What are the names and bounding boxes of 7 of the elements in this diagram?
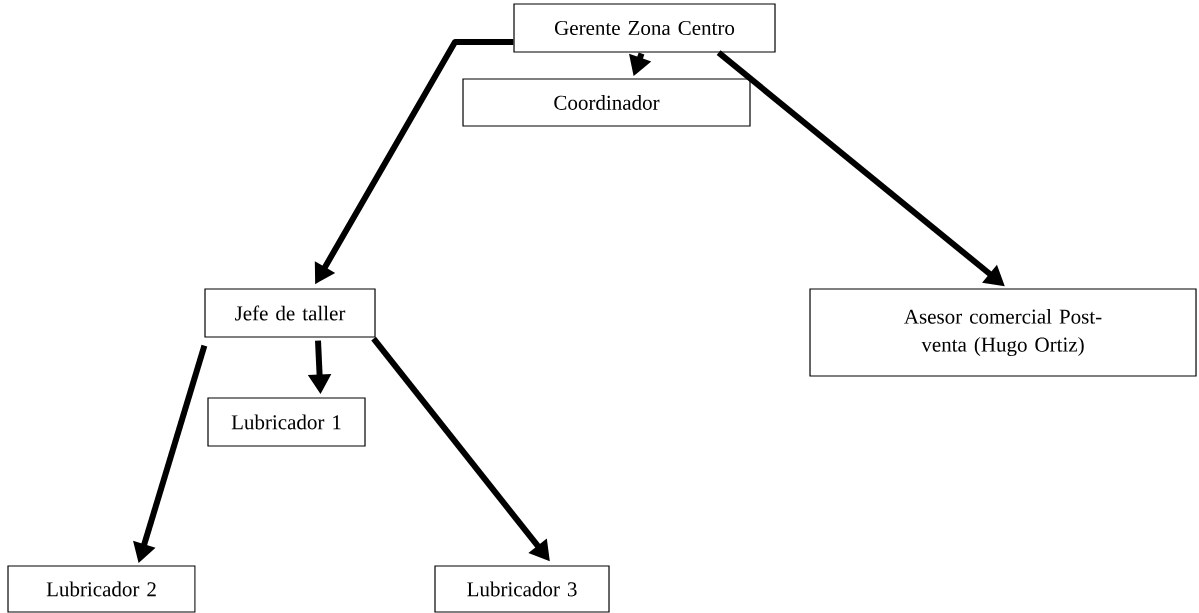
- org-box: Lubricador 3: [434, 565, 610, 613]
- org-box: Lubricador 1: [207, 397, 366, 447]
- org-box: Asesor comercial Post-venta (Hugo Ortiz): [809, 288, 1197, 377]
- org-box: Coordinador: [462, 78, 751, 127]
- org-box: Gerente Zona Centro: [513, 3, 776, 53]
- org-box: Lubricador 2: [7, 565, 196, 613]
- org-box: Jefe de taller: [204, 288, 376, 338]
